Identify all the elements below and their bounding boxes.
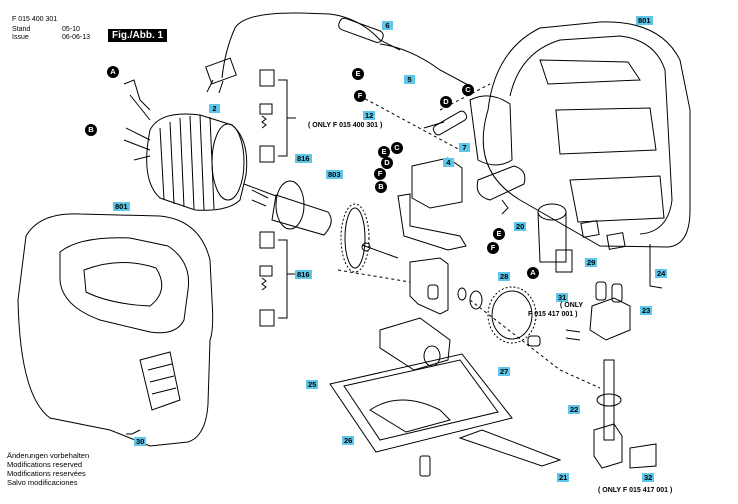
issue-label: Issue: [12, 34, 29, 41]
callout-803: 803: [326, 170, 343, 179]
callout-32: 32: [642, 473, 655, 482]
callout-21: 21: [557, 473, 570, 482]
stator: [146, 113, 248, 211]
foot-plate: [329, 353, 513, 453]
ref-marker-c-top: C: [462, 84, 474, 96]
callout-22: 22: [568, 405, 581, 414]
ref-marker-b-left: B: [85, 124, 97, 136]
callout-29: 29: [585, 258, 598, 267]
callout-801-right: 801: [636, 16, 653, 25]
modifications-es: Salvo modificaciones: [7, 478, 78, 487]
note-only-417-bottom: ( ONLY F 015 417 001 ): [598, 487, 673, 494]
ref-marker-e-mid: E: [378, 146, 390, 158]
ref-marker-f-mid: F: [374, 168, 386, 180]
modifications-en: Modifications reserved: [7, 460, 83, 469]
plug: [205, 57, 237, 85]
stand-label: Stand: [12, 26, 31, 33]
callout-816-bottom: 816: [295, 270, 312, 279]
housing-left-outline: [17, 213, 214, 447]
modifications-fr: Modifications reservées: [7, 469, 86, 478]
ref-marker-d-top: D: [440, 96, 452, 108]
callout-7: 7: [459, 143, 470, 152]
switch: [411, 157, 463, 209]
callout-801-left: 801: [113, 202, 130, 211]
figure-label: Fig./Abb. 1: [108, 29, 168, 42]
housing-right-outline: [482, 21, 691, 248]
callout-26: 26: [342, 436, 355, 445]
callout-20: 20: [514, 222, 527, 231]
fan: [344, 207, 366, 269]
gear: [491, 290, 533, 340]
armature: [271, 194, 332, 236]
ref-marker-f-top: F: [354, 90, 366, 102]
ref-marker-a-left: A: [107, 66, 119, 78]
part-number: F 015 400 301: [12, 16, 58, 23]
power-cord: [221, 12, 401, 79]
callout-4: 4: [443, 158, 454, 167]
modifications-notice: Änderungen vorbehalten Modifications res…: [7, 451, 89, 487]
callout-30: 30: [134, 437, 147, 446]
ref-marker-a-right: A: [527, 267, 539, 279]
callout-5: 5: [404, 75, 415, 84]
issue-date: 06-06-13: [62, 34, 91, 41]
ref-marker-b-mid: B: [375, 181, 387, 193]
ref-marker-e-right: E: [493, 228, 505, 240]
callout-23: 23: [640, 306, 653, 315]
callout-816-top: 816: [295, 154, 312, 163]
note-only-301: ( ONLY F 015 400 301 ): [308, 122, 383, 129]
ref-marker-e-top: E: [352, 68, 364, 80]
brush-a: [259, 69, 275, 87]
stand-date: 05-10: [62, 26, 80, 33]
callout-31: 31: [556, 293, 569, 302]
callout-12: 12: [363, 111, 376, 120]
ref-marker-f-right: F: [487, 242, 499, 254]
callout-27: 27: [498, 367, 511, 376]
plunger: [603, 359, 615, 441]
note-only-label: ( ONLY: [560, 302, 584, 309]
ref-marker-c-mid: C: [391, 142, 403, 154]
callout-2: 2: [209, 104, 220, 113]
bearing-housing: [409, 257, 449, 315]
note-only-417-mid: F 015 417 001 ): [528, 311, 578, 318]
knob: [476, 165, 526, 201]
callout-24: 24: [655, 269, 668, 278]
callout-6: 6: [382, 21, 393, 30]
modifications-de: Änderungen vorbehalten: [7, 451, 90, 460]
ref-marker-d-mid: D: [381, 157, 393, 169]
cord-sleeve: [338, 17, 384, 43]
callout-25: 25: [306, 380, 319, 389]
brush-b: [259, 231, 275, 249]
callout-28: 28: [498, 272, 511, 281]
